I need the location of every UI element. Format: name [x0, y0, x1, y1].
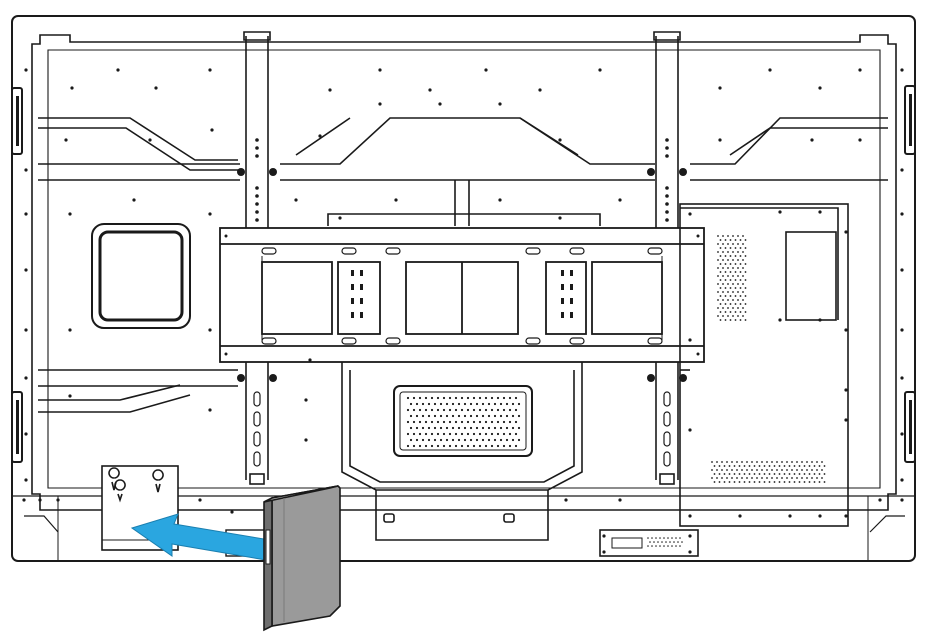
right-io-module — [599, 203, 849, 557]
frame-ribs — [38, 117, 888, 413]
mount-plate-icon — [219, 227, 705, 363]
display-back-panel — [11, 15, 916, 562]
mount-plate-slots — [261, 247, 663, 345]
vent-grille-icon — [406, 396, 521, 448]
handle-icon — [904, 391, 916, 463]
handle-icon — [904, 85, 916, 155]
rear-emblem — [91, 223, 191, 329]
panel-rivets — [22, 68, 904, 554]
vent-grille-icon — [647, 537, 683, 547]
center-stem — [327, 180, 601, 226]
mount-plate-corner-dots — [224, 234, 700, 356]
vent-grille-icon — [717, 235, 747, 321]
ops-module-icon — [263, 485, 341, 632]
handle-icon — [11, 391, 23, 463]
lower-center-housing — [341, 362, 583, 541]
mount-plate-holes — [351, 270, 573, 318]
side-handles — [11, 85, 916, 463]
handle-icon — [11, 87, 23, 155]
vent-grille-icon — [711, 461, 826, 483]
rail-slots — [253, 391, 671, 467]
rail-holes — [237, 138, 687, 382]
